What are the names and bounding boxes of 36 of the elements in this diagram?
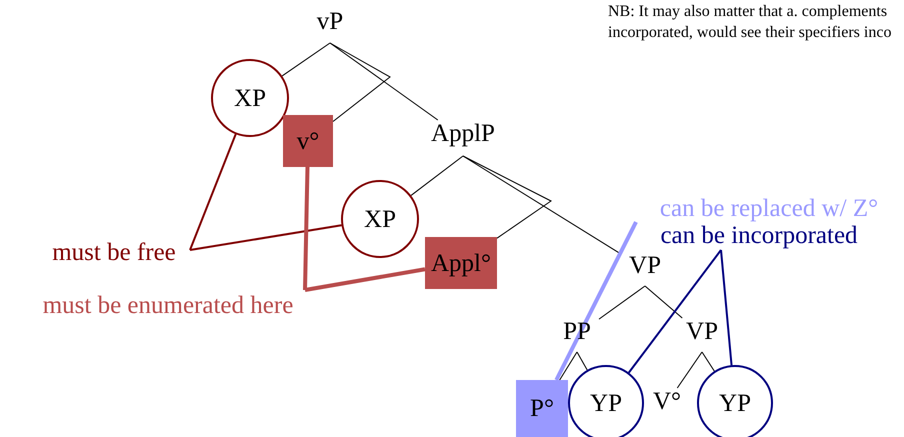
highlighted-box: Appl° (425, 237, 497, 289)
tree-label: V° (648, 388, 686, 418)
circled-node: YP (568, 365, 644, 437)
leader-line (303, 166, 310, 292)
tree-branch (598, 286, 646, 320)
tree-label: vP (305, 8, 355, 43)
tree-label: ApplP (418, 120, 508, 156)
tree-branch (676, 352, 702, 388)
leader-line (189, 134, 237, 251)
annotation-text: can be incorporated (636, 220, 882, 250)
leader-line (628, 249, 722, 374)
tree-branch (702, 352, 715, 372)
annotation-text: must be enumerated here (10, 290, 326, 320)
tree-branch (410, 156, 464, 196)
annotation-text: must be free (38, 237, 190, 267)
tree-branch (462, 156, 620, 254)
leader-line (303, 267, 426, 292)
highlighted-box: v° (283, 115, 333, 167)
tree-label: VP (620, 252, 670, 286)
tree-branch (330, 42, 438, 120)
tree-label: VP (679, 318, 725, 352)
tree-branch (644, 286, 683, 318)
tree-branch (462, 156, 552, 239)
tree-label: PP (555, 318, 599, 352)
tree-branch (559, 352, 578, 380)
note-text: NB: It may also matter that a. complements incorporated, would see their specifiers inco (608, 2, 892, 43)
leader-line (554, 220, 638, 381)
highlighted-box: P° (516, 380, 568, 437)
circled-node: XP (341, 180, 419, 258)
tree-branch (576, 352, 588, 370)
circled-node: YP (697, 365, 773, 437)
tree-branch (330, 42, 391, 122)
leader-line (189, 224, 342, 251)
tree-branch (282, 42, 330, 76)
annotation-text: can be replaced w/ Z° (636, 193, 902, 223)
leader-line (720, 249, 733, 366)
